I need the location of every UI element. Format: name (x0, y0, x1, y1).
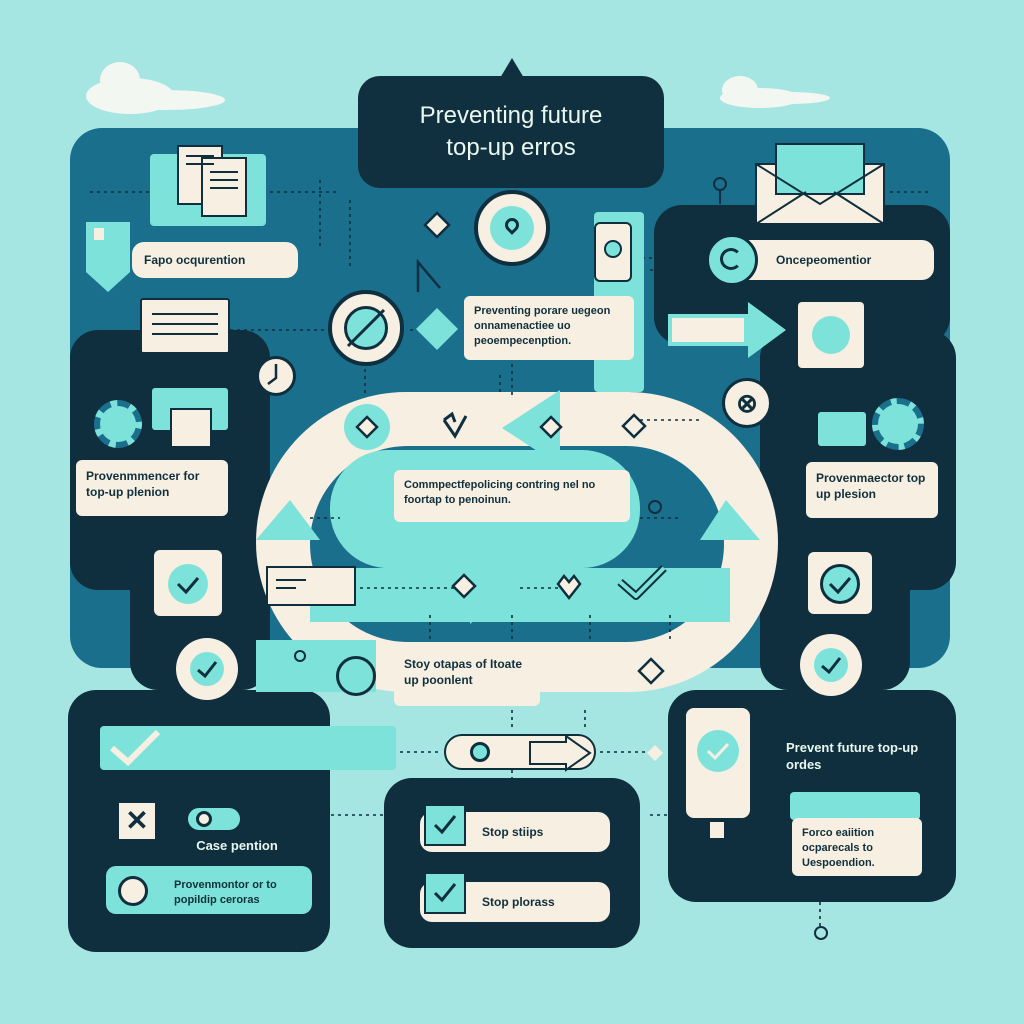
check-glyph (176, 577, 200, 595)
loop-diamond-5 (637, 657, 665, 685)
clock-hands (267, 364, 278, 385)
loop-arrow-top (502, 390, 560, 466)
cloud-right (720, 76, 830, 108)
check-circle-right-glyph (821, 657, 842, 675)
gear-right-icon (872, 398, 924, 450)
loop-diamond-3 (621, 413, 647, 439)
caption-card (790, 792, 920, 820)
toggle-icon (186, 806, 242, 832)
bookmark-icon (86, 222, 130, 292)
diamond-icon (423, 211, 451, 239)
check-circle-inner (190, 652, 224, 686)
refresh-icon-inner (720, 248, 742, 270)
loop-heart-1 (442, 411, 468, 439)
x-circle-icon: ⊗ (722, 378, 772, 428)
loop-diamond-2 (539, 415, 563, 439)
loop-arrow-right (700, 500, 760, 540)
loop-check-big (617, 565, 667, 600)
label-prevention-popular: Provenmontor or to popildip ceroras (174, 879, 277, 906)
message-card-icon (266, 566, 356, 606)
label-case-position: Case pention (196, 838, 278, 853)
mail-small-icon (818, 412, 866, 446)
flow-check-icon (110, 729, 161, 767)
check-circle-right-inner (814, 648, 848, 682)
document-icon (177, 145, 247, 217)
check-circle-glyph (197, 661, 218, 679)
phone-check-glyph (706, 742, 730, 761)
label-onc: Oncepeomentior (726, 240, 934, 280)
check-right-glyph (828, 577, 852, 595)
gear-icon (94, 400, 142, 448)
label-prevent-future-orders: Prevent future top-up ordes (786, 740, 919, 772)
loop-heart-2 (556, 573, 582, 601)
title-line-2: top-up erros (446, 134, 576, 161)
message-lines (276, 579, 306, 589)
dot-4 (294, 650, 306, 662)
loop-diamond-1 (355, 415, 379, 439)
check-square-glyph-2 (433, 883, 457, 903)
check-square-glyph-1 (433, 815, 457, 835)
label-left-mid: Provenmmencer for top-up plenion (76, 460, 228, 516)
label-force-caption: Forco eaiition ocparecals to Uespoendion… (792, 818, 922, 876)
diamond-teal-icon (416, 308, 458, 350)
location-pin-icon (474, 190, 550, 266)
toggle-knob (196, 811, 212, 827)
dot-2 (648, 500, 662, 514)
title-bubble: Preventing future top-up erros (358, 76, 664, 188)
dot-1 (106, 380, 118, 392)
pin-small-icon (713, 177, 727, 204)
phone-cable (710, 822, 724, 838)
check-right-ring (820, 564, 860, 604)
check-mark-icon (416, 258, 441, 292)
list-card-icon (140, 298, 230, 354)
x-box-icon: ✕ (116, 800, 158, 842)
loop-arrow-left (256, 500, 320, 540)
label-loop-center: Commpectfepolicing contring nel no foort… (394, 470, 630, 522)
envelope-icon (755, 143, 885, 225)
dot-3 (814, 926, 828, 940)
heart-small-icon (604, 240, 622, 258)
prevention-icon (118, 876, 148, 906)
flow-arrow-icon (529, 734, 592, 772)
check-icon (168, 564, 208, 604)
arrow-icon (668, 302, 786, 358)
list-lines-icon (152, 313, 218, 335)
title-line-1: Preventing future (419, 101, 603, 129)
docs-stack-front (170, 408, 212, 448)
flow-bar-left (100, 726, 396, 770)
title-pointer (500, 58, 524, 78)
label-right-mid: Provenmaector top up plesion (806, 462, 938, 518)
phone-small-icon (594, 222, 632, 282)
loop-dot-left (336, 656, 376, 696)
no-entry-slash (346, 308, 386, 348)
flow-diamond-right (647, 745, 663, 761)
label-center-top: Preventing porare uegeon onnamenactiee u… (464, 296, 634, 360)
check-square-icon-1 (424, 804, 466, 846)
no-entry-icon (328, 290, 404, 366)
check-square-icon-2 (424, 872, 466, 914)
flow-dot (470, 742, 490, 762)
label-fapo: Fapo ocqurention (132, 242, 298, 278)
target-dot (812, 316, 850, 354)
label-stop-stages: Stoy otapas of Itoate up poonlent (394, 648, 540, 706)
phone-check (697, 730, 739, 772)
location-pin-inner (490, 206, 534, 250)
loop-diamond-4 (451, 573, 477, 599)
cloud-left (86, 62, 225, 114)
